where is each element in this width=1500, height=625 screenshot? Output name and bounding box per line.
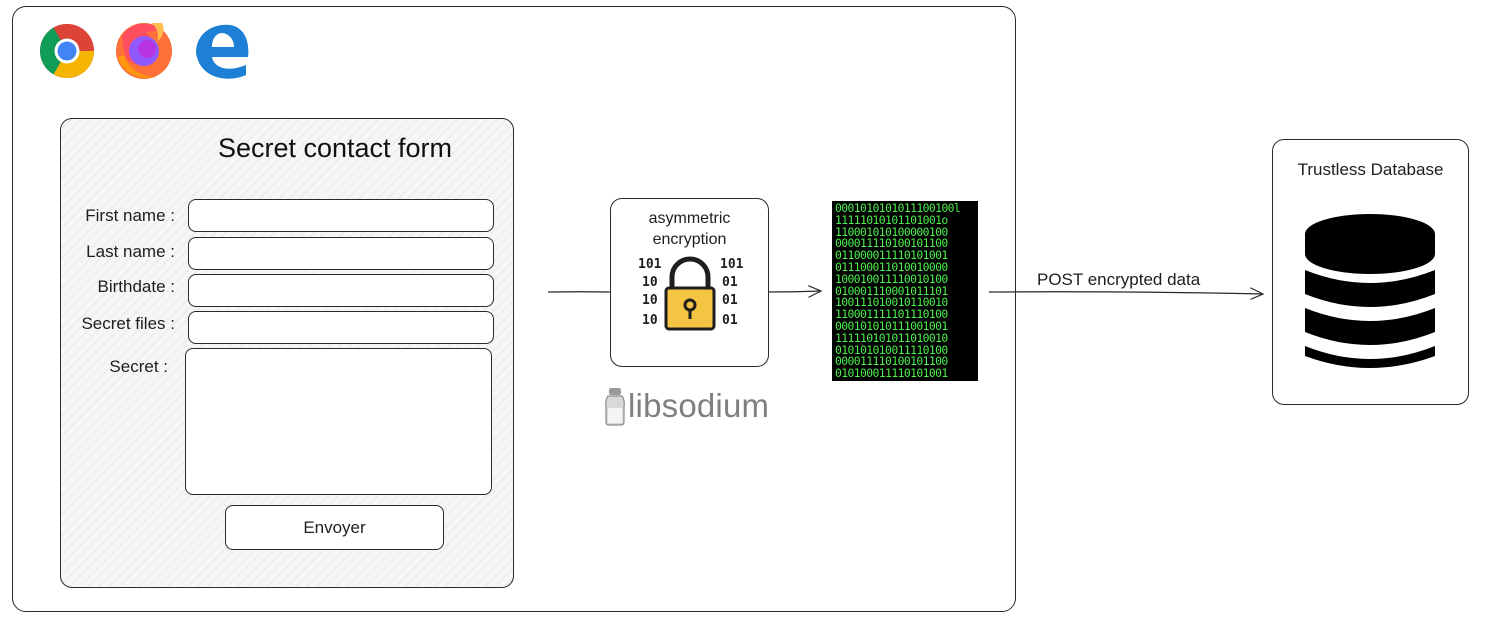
lock-digits-left-2: 10 (642, 275, 658, 290)
encryption-label: asymmetric encryption (610, 208, 769, 250)
binary-row: 000011110100101100 (835, 236, 948, 251)
ciphertext-to-database-arrow (988, 292, 1263, 294)
binary-row: 010100011110101001 (835, 366, 948, 381)
submit-button[interactable]: Envoyer (225, 505, 444, 550)
first-name-label: First name : (85, 206, 175, 225)
lock-digits-right-1: 101 (720, 257, 744, 272)
browser-logos (40, 23, 249, 79)
lock-digits-left-4: 10 (642, 313, 658, 328)
first-name-input[interactable] (188, 199, 494, 232)
binary-row: 100111010010110010 (835, 295, 948, 310)
birthdate-input[interactable] (188, 274, 494, 307)
ciphertext-block: 0001010101011100100l 11111010101101001o … (832, 201, 978, 381)
encryption-label-line-2: encryption (652, 231, 727, 248)
lock-digits-right-4: 01 (722, 313, 738, 328)
binary-row: 010101010011110100 (835, 342, 948, 357)
database-icon (1305, 214, 1435, 368)
binary-row: 111110101011010010 (835, 330, 948, 345)
birthdate-label: Birthdate : (97, 277, 176, 296)
lock-digits-right-2: 01 (722, 275, 738, 290)
binary-row: 011000011110101001 (835, 248, 948, 263)
secret-files-label: Secret files : (81, 314, 175, 333)
binary-row: 11111010101101001o (835, 212, 948, 227)
last-name-label: Last name : (86, 242, 175, 261)
lock-digits-left-3: 10 (642, 293, 658, 308)
post-encrypted-data-label: POST encrypted data (1037, 270, 1201, 289)
binary-row: 010001110001011101 (835, 283, 948, 298)
firefox-icon (116, 23, 172, 79)
binary-row: 0001010101011100100l (835, 201, 961, 215)
edge-icon (196, 24, 249, 79)
database-title: Trustless Database (1297, 160, 1444, 179)
secret-files-input[interactable] (188, 311, 494, 344)
lock-digits-right-3: 01 (722, 293, 738, 308)
encryption-box (610, 198, 769, 367)
encryption-label-line-1: asymmetric (648, 210, 731, 227)
binary-row: 011100011010010000 (835, 259, 948, 274)
binary-row: 110001010100000100 (835, 224, 948, 239)
secret-textarea[interactable] (185, 348, 492, 495)
libsodium-text: libsodium (628, 387, 770, 424)
binary-row: 000101010111001001 (835, 318, 948, 333)
binary-row: 110001111101110100 (835, 307, 948, 322)
form-title: Secret contact form (217, 133, 453, 163)
binary-row: 100010011110010100 (835, 271, 948, 286)
lock-digits-left-1: 101 (638, 257, 662, 272)
secret-label: Secret : (109, 357, 168, 376)
last-name-input[interactable] (188, 237, 494, 270)
padlock-icon: 101 10 10 10 101 01 01 01 (638, 256, 744, 331)
chrome-icon (40, 23, 95, 79)
binary-row: 000011110100101100 (835, 354, 948, 369)
libsodium-logo: libsodium (604, 384, 769, 428)
salt-shaker-icon (605, 388, 625, 426)
